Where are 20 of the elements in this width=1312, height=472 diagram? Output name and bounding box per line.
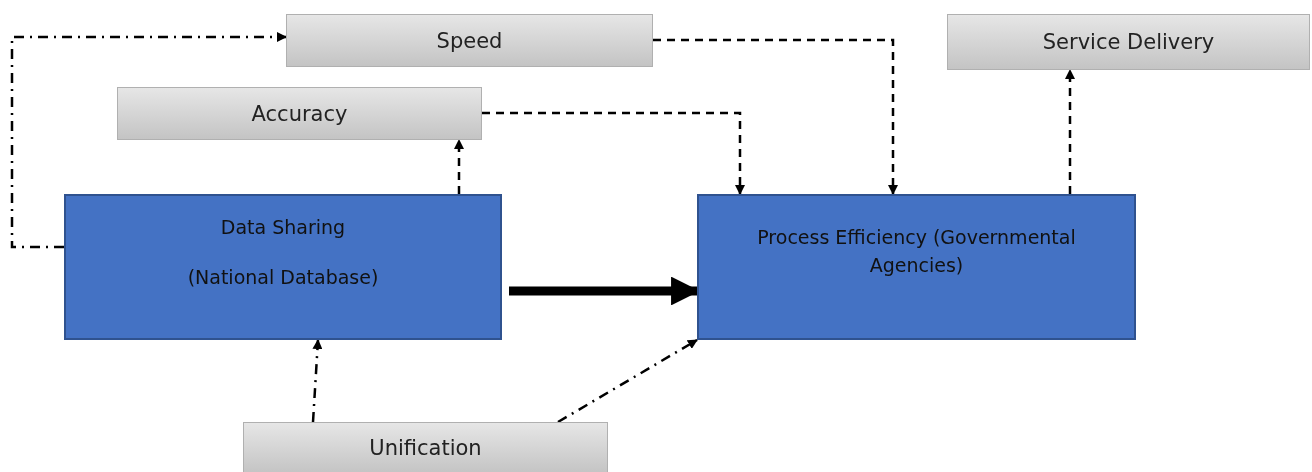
process-box <box>64 194 502 340</box>
factor-box <box>243 422 608 472</box>
node-label: Unification <box>369 436 482 460</box>
arrow <box>10 32 287 249</box>
arrow <box>557 338 698 424</box>
node-label: (National Database) <box>187 264 379 290</box>
arrow <box>1065 69 1075 194</box>
factor-box <box>947 14 1310 70</box>
node-label: Speed <box>436 28 503 53</box>
arrow <box>653 38 898 195</box>
arrow <box>482 111 745 195</box>
arrow <box>311 339 323 423</box>
node-label: Accuracy <box>251 101 348 126</box>
process-box <box>697 194 1136 340</box>
node-label: Process Efficiency (Governmental Agencies) <box>756 225 1077 278</box>
node-label: Service Delivery <box>1042 30 1215 54</box>
arrow <box>454 139 464 194</box>
factor-box <box>117 87 482 140</box>
factor-box <box>286 14 653 67</box>
node-label: Data Sharing <box>220 215 346 240</box>
